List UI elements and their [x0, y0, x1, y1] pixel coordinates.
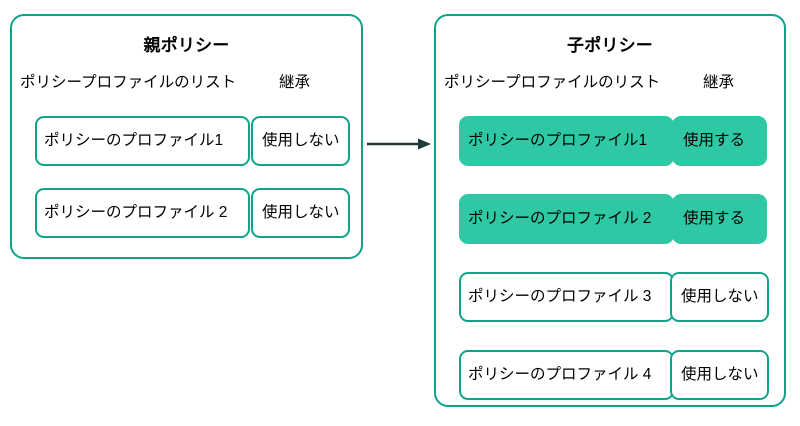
- table-row: ポリシーのプロファイル1 使用しない: [12, 116, 361, 166]
- child-profile-chip-4[interactable]: ポリシーのプロファイル 4: [459, 350, 674, 400]
- parent-header-inherit: 継承: [279, 74, 311, 91]
- parent-inherit-chip-2[interactable]: 使用しない: [251, 188, 350, 238]
- child-profile-chip-3[interactable]: ポリシーのプロファイル 3: [459, 272, 674, 322]
- parent-column-headers: ポリシープロファイルのリスト 継承: [20, 72, 353, 94]
- child-profile-chip-2[interactable]: ポリシーのプロファイル 2: [459, 194, 674, 244]
- child-column-headers: ポリシープロファイルのリスト 継承: [444, 72, 776, 94]
- child-inherit-chip-3[interactable]: 使用しない: [670, 272, 769, 322]
- parent-policy-title: 親ポリシー: [143, 36, 230, 55]
- child-profile-chip-1[interactable]: ポリシーのプロファイル1: [459, 116, 674, 166]
- child-inherit-chip-2[interactable]: 使用する: [672, 194, 767, 244]
- table-row: ポリシーのプロファイル 2 使用しない: [12, 188, 361, 238]
- table-row: ポリシーのプロファイル 2 使用する: [436, 194, 784, 244]
- child-policy-title: 子ポリシー: [567, 36, 653, 55]
- table-row: ポリシーのプロファイル1 使用する: [436, 116, 784, 166]
- parent-policy-panel: 親ポリシー ポリシープロファイルのリスト 継承 ポリシーのプロファイル1 使用し…: [10, 14, 363, 259]
- parent-profile-chip-2[interactable]: ポリシーのプロファイル 2: [35, 188, 250, 238]
- child-policy-panel: 子ポリシー ポリシープロファイルのリスト 継承 ポリシーのプロファイル1 使用す…: [434, 14, 786, 407]
- child-inherit-chip-4[interactable]: 使用しない: [670, 350, 769, 400]
- parent-header-profiles: ポリシープロファイルのリスト: [20, 74, 237, 91]
- child-header-inherit: 継承: [703, 74, 735, 91]
- table-row: ポリシーのプロファイル 3 使用しない: [436, 272, 784, 322]
- inheritance-arrow: [366, 130, 432, 158]
- parent-profile-chip-1[interactable]: ポリシーのプロファイル1: [35, 116, 250, 166]
- child-header-profiles: ポリシープロファイルのリスト: [444, 74, 661, 91]
- table-row: ポリシーのプロファイル 4 使用しない: [436, 350, 784, 400]
- parent-inherit-chip-1[interactable]: 使用しない: [251, 116, 350, 166]
- child-inherit-chip-1[interactable]: 使用する: [672, 116, 767, 166]
